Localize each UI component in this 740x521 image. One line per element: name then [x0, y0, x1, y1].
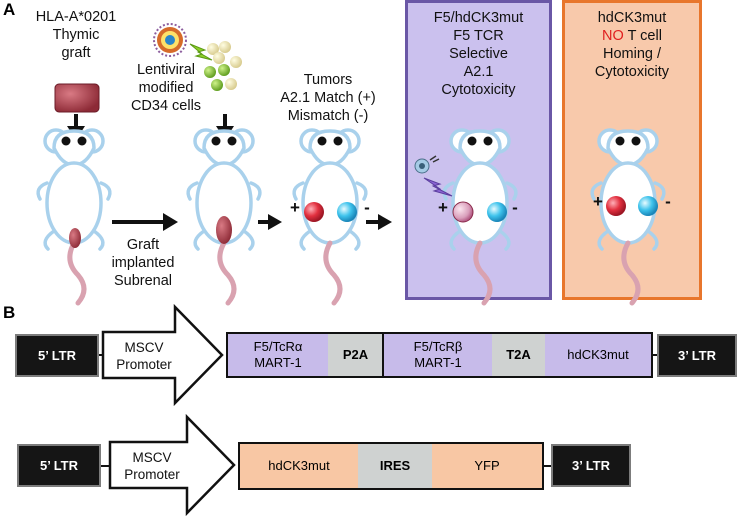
- plus-sign-5: +: [593, 192, 603, 211]
- construct2-frame: [238, 442, 544, 490]
- tumor-mismatch-3: [638, 196, 658, 216]
- right-arrow-2-icon: [258, 214, 282, 230]
- minus-sign-3: -: [364, 198, 370, 217]
- tumors-label: Tumors A2.1 Match (+) Mismatch (-): [280, 72, 376, 124]
- plus-sign-3: +: [290, 198, 300, 217]
- virus-icon: [153, 23, 187, 57]
- tumor-mismatch: [337, 202, 357, 222]
- right-arrow-graft-icon: [112, 213, 178, 231]
- construct2-promoter-label: MSCV Promoter: [124, 450, 180, 482]
- lentiviral-label: Lentiviral modified CD34 cells: [130, 62, 202, 114]
- construct1-frame: [226, 332, 653, 378]
- construct1-5ltr: 5’ LTR: [15, 334, 99, 377]
- thymic-graft-label: HLA-A*0201 Thymic graft: [35, 9, 117, 61]
- tumor-match-3: [606, 196, 626, 216]
- implanted-graft-2: [216, 216, 232, 244]
- tumor-attacked: [452, 201, 474, 223]
- right-arrow-3-icon: [366, 214, 392, 230]
- lightning-bolt-icon: [189, 43, 213, 61]
- tumor-mismatch-2: [487, 202, 507, 222]
- construct2-ires: IRES: [358, 444, 432, 488]
- construct1-tcra: F5/TcRα MART-1: [228, 334, 328, 376]
- construct1-gene: hdCK3mut: [545, 334, 651, 376]
- purple-box-text: F5/hdCK3mut F5 TCR Selective A2.1 Cytoto…: [433, 10, 524, 98]
- construct2-3ltr: 3’ LTR: [551, 444, 631, 487]
- construct1-p2a: P2A: [328, 334, 383, 376]
- tumor-match: [304, 202, 324, 222]
- construct1-3ltr: 3’ LTR: [657, 334, 737, 377]
- panel-a-letter: A: [3, 0, 16, 19]
- t-cell-icon: [414, 155, 440, 174]
- construct2-yfp: YFP: [432, 444, 542, 488]
- minus-sign-4: -: [512, 198, 518, 217]
- implanted-graft: [69, 228, 81, 248]
- promoter-arrow-1: [101, 303, 224, 407]
- construct2-gene: hdCK3mut: [240, 444, 358, 488]
- panel-b-letter: B: [3, 303, 16, 322]
- minus-sign-5: -: [665, 192, 671, 211]
- construct1-tcrb: F5/TcRβ MART-1: [384, 334, 492, 376]
- graft-implanted-label: Graft implanted Subrenal: [111, 237, 175, 289]
- construct1-t2a: T2A: [492, 334, 545, 376]
- cd34-cells-icon: [204, 41, 242, 91]
- purple-lightning-icon: [423, 177, 453, 197]
- plus-sign-4: +: [438, 198, 448, 217]
- promoter-arrow-2: [108, 413, 236, 517]
- construct1-promoter-label: MSCV Promoter: [116, 340, 172, 372]
- no-text: NO: [602, 28, 624, 44]
- orange-box-text: hdCK3mut NO T cell Homing / Cytotoxicity: [594, 10, 670, 80]
- construct2-5ltr: 5’ LTR: [17, 444, 101, 487]
- thymic-graft-block: [54, 83, 100, 113]
